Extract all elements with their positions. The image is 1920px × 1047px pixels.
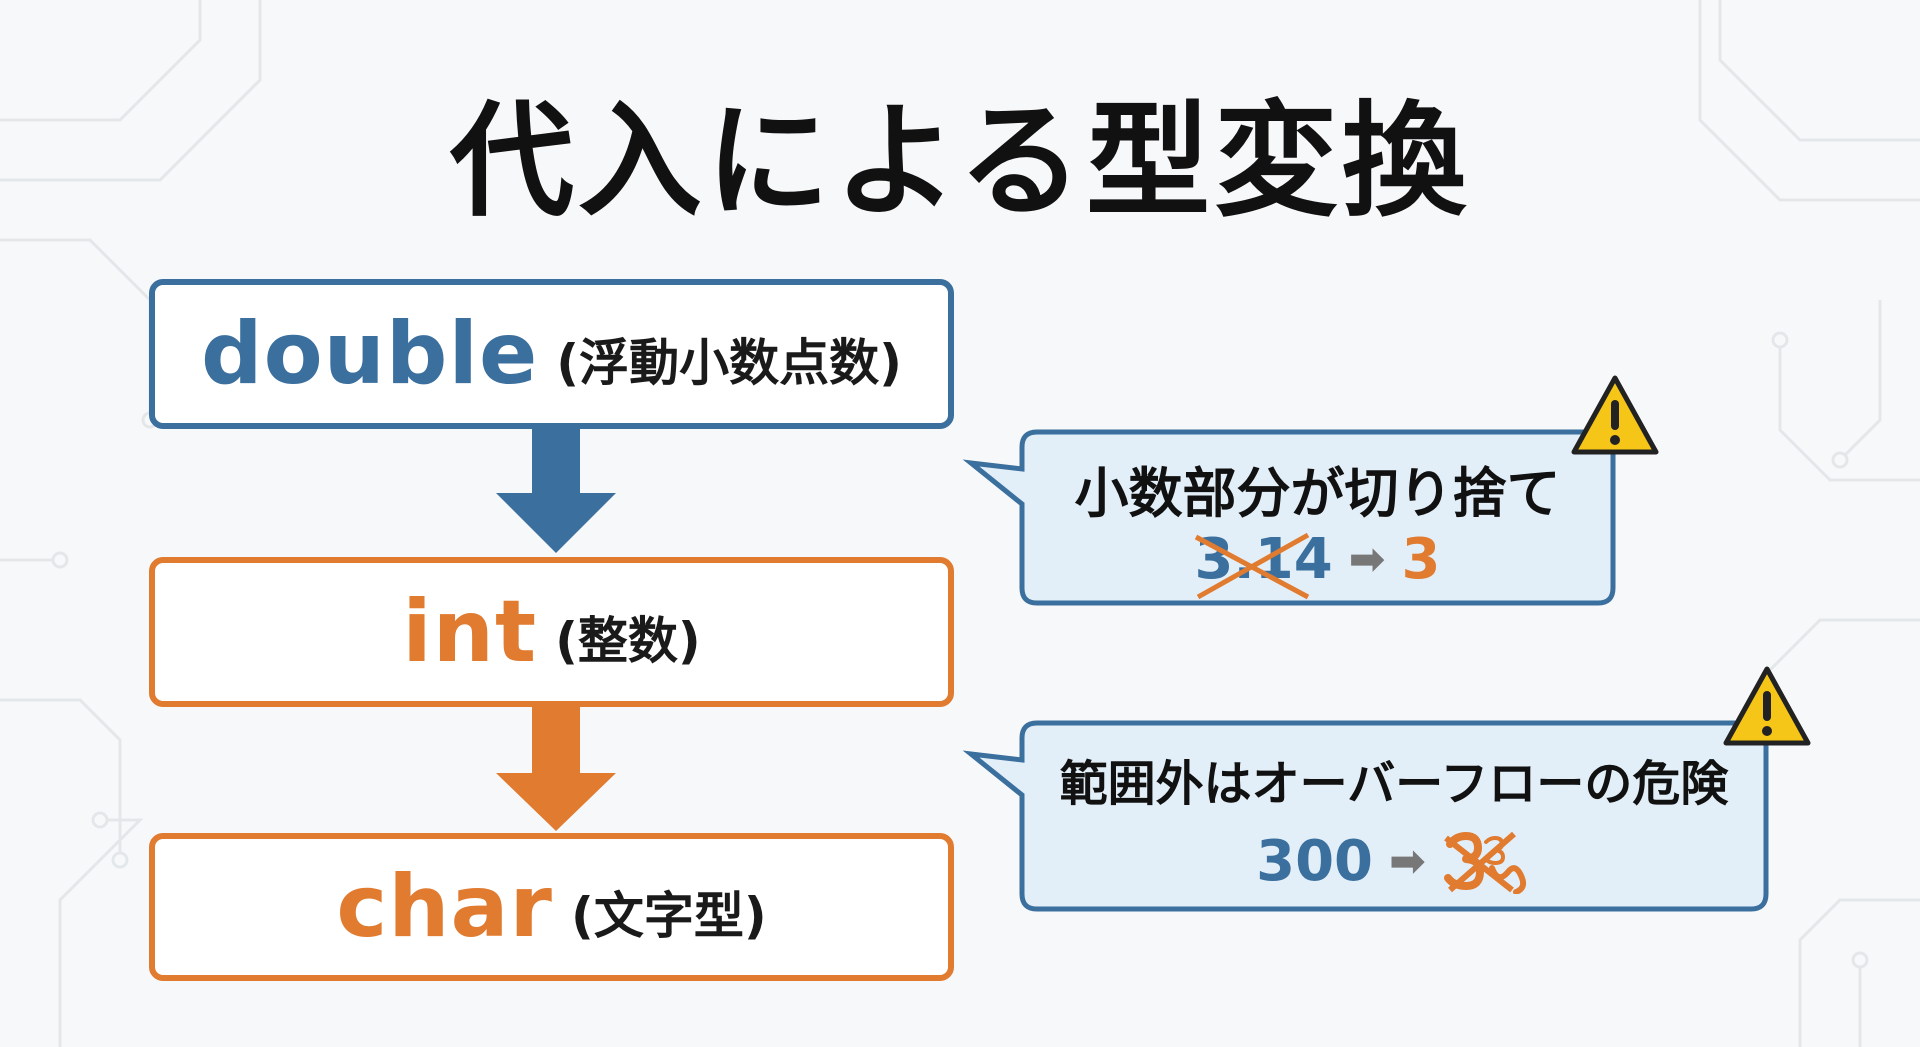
original-value: 300 (1256, 828, 1374, 894)
callout-truncation: 小数部分が切り捨て 3.14 ➡ 3 (962, 429, 1616, 606)
callout-text: 範囲外はオーバーフローの危険 (1059, 756, 1729, 812)
type-desc: (浮動小数点数) (556, 334, 902, 392)
arrow-right-icon: ➡ (1389, 835, 1426, 887)
arrow-right-icon: ➡ (1348, 534, 1386, 585)
warning-icon (1571, 375, 1659, 455)
page-title: 代入による型変換 (449, 90, 1471, 234)
type-name: int (402, 582, 538, 682)
warning-icon (1723, 666, 1811, 746)
garbled-crossed-value-icon (1443, 831, 1527, 894)
down-arrow-icon (496, 707, 616, 831)
callout-text: 小数部分が切り捨て (1074, 462, 1561, 525)
type-desc: (文字型) (570, 887, 767, 945)
type-box-int: int (整数) (149, 557, 954, 707)
original-value: 3.14 (1194, 527, 1333, 600)
callout-overflow: 範囲外はオーバーフローの危険 300 ➡ (962, 720, 1769, 912)
cross-out-icon (1195, 532, 1310, 600)
type-box-double: double (浮動小数点数) (149, 279, 954, 429)
result-value: 3 (1401, 527, 1441, 592)
type-name: char (336, 857, 553, 957)
type-desc: (整数) (555, 612, 701, 670)
type-name: double (201, 304, 539, 404)
down-arrow-icon (496, 429, 616, 553)
type-box-char: char (文字型) (149, 833, 954, 981)
